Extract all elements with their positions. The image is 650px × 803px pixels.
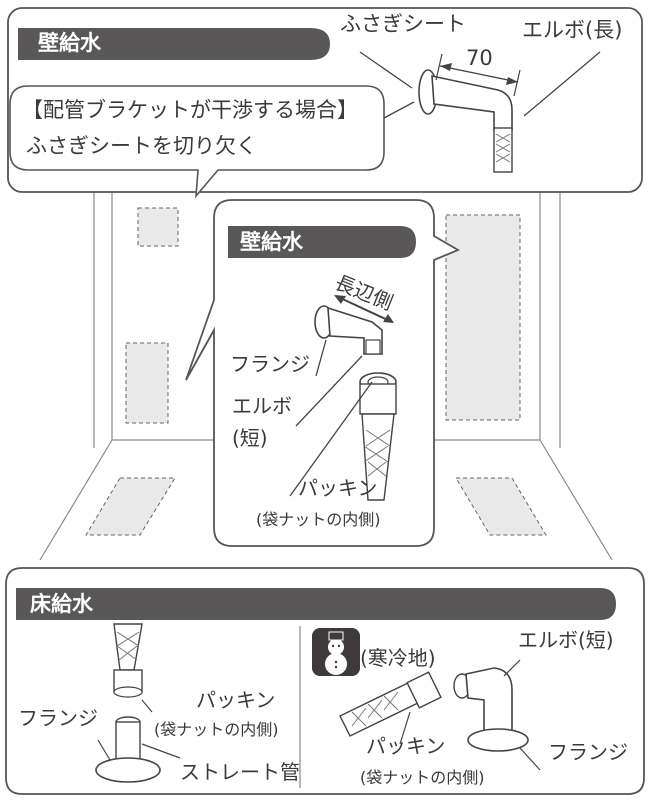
snowman-icon <box>312 628 360 676</box>
label-straight-pipe: ストレート管 <box>180 760 300 784</box>
label-elbow-short-right: エルボ(短) <box>518 628 614 652</box>
note-line-2: ふさぎシートを切り欠く <box>26 134 257 158</box>
top-panel <box>7 7 643 199</box>
install-zones <box>85 207 547 536</box>
label-packing-note-left: (袋ナットの内側) <box>154 720 279 739</box>
label-seat: ふさぎシート <box>340 12 466 36</box>
top-header: 壁給水 <box>38 31 101 55</box>
label-packing-left: パッキン <box>196 688 276 712</box>
dimension-70: 70 <box>466 46 493 70</box>
label-elbow-short-2: (短) <box>232 426 268 450</box>
bottom-panel <box>5 567 645 795</box>
center-panel <box>185 199 461 547</box>
label-flange-left: フランジ <box>18 706 98 730</box>
label-packing-right: パッキン <box>366 734 446 758</box>
label-cold-region: (寒冷地) <box>360 646 436 670</box>
label-packing-note-center: (袋ナットの内側) <box>256 510 381 529</box>
note-line-1: 【配管ブラケットが干渉する場合】 <box>22 98 358 122</box>
label-packing-center: パッキン <box>298 476 378 500</box>
label-elbow-short-1: エルボ <box>232 394 292 418</box>
label-flange-right: フランジ <box>548 740 628 764</box>
center-header: 壁給水 <box>240 230 303 254</box>
bottom-header: 床給水 <box>30 592 93 616</box>
label-flange: フランジ <box>230 352 310 376</box>
label-elbow-long: エルボ(長) <box>522 18 623 42</box>
label-packing-note-right: (袋ナットの内側) <box>360 768 485 787</box>
